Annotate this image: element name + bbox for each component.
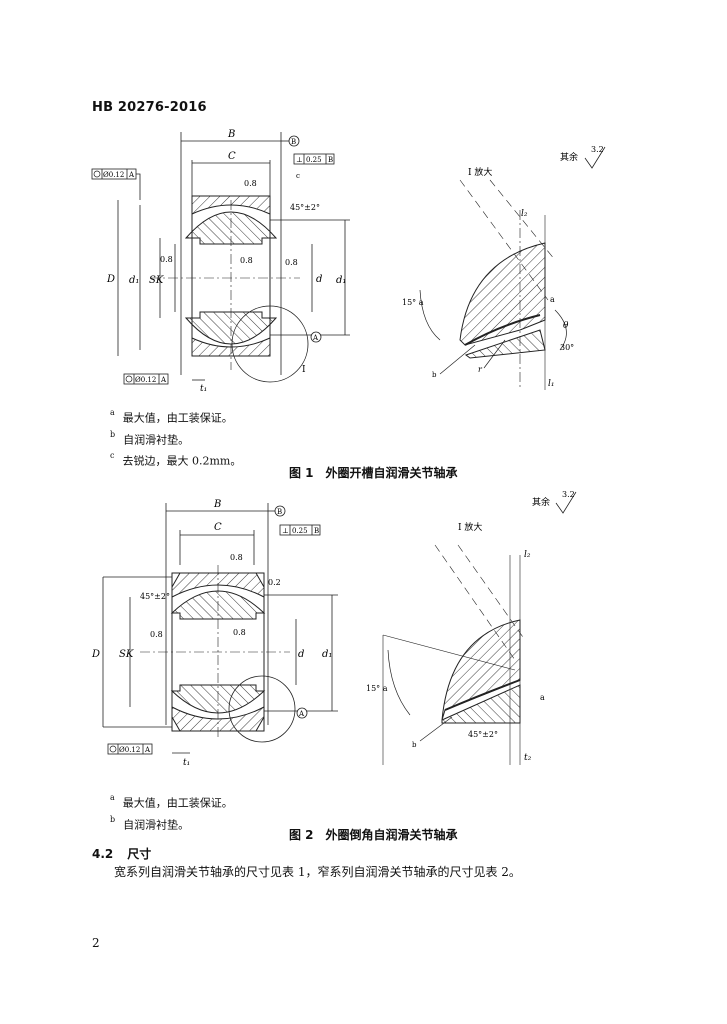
section-title: 尺寸 — [127, 847, 152, 861]
fig2-datum-A-text: A — [298, 710, 305, 718]
fig2-coax-ref: A — [144, 746, 151, 754]
fig1-coax-tolerance-frame-bottom: Ø0.12 A — [123, 373, 169, 385]
fig1-label-I: I — [302, 365, 306, 375]
fig1-label-d: d — [316, 274, 322, 285]
fig1-label-a: a — [550, 295, 555, 304]
fig1-rough-d: 0.8 — [285, 258, 298, 267]
fig1-datum-A-text: A — [312, 334, 319, 342]
document-code: HB 20276-2016 — [92, 100, 207, 115]
fig1-enlarge-label: I 放大 — [468, 166, 492, 178]
fig2-rough-a: 0.8 — [150, 630, 163, 639]
section-heading: 4.2 尺寸 — [92, 845, 165, 862]
fig1-label-theta: θ — [563, 321, 569, 331]
fig2-label-C: C — [214, 522, 222, 533]
fig1-coax-top-value: Ø0.12 — [103, 171, 124, 179]
fig2-detail-I-section — [382, 544, 526, 765]
fig2-datum-B-marker: B — [268, 505, 286, 517]
fig2-perp-value: 0.25 — [292, 527, 308, 535]
fig2-rough-d: 0.2 — [268, 578, 281, 587]
fig2-datum-A-marker: A — [296, 707, 308, 719]
fig2-label-b: b — [412, 741, 417, 749]
fig1-detail-I-section — [419, 179, 567, 390]
svg-text:⊥: ⊥ — [296, 156, 303, 164]
fig1-label-b: b — [432, 371, 437, 379]
fig1-datum-B-text: B — [291, 138, 296, 146]
section-paragraph: 宽系列自润滑关节轴承的尺寸见表 1，窄系列自润滑关节轴承的尺寸见表 2。 — [114, 865, 521, 879]
fig1-chamfer: 45°±2° — [290, 203, 320, 212]
fig1-datum-A-marker: A — [310, 331, 322, 343]
fig1-coax-bot-ref: A — [160, 376, 167, 384]
fig1-angle-30: 30° — [560, 343, 574, 352]
fig1-label-t1: t₁ — [200, 384, 207, 394]
fig1-label-l1: l₁ — [548, 379, 555, 389]
fig2-enlarge-label: I 放大 — [458, 521, 482, 533]
fig2-coax-value: Ø0.12 — [119, 746, 140, 754]
fig2-chamfer-left: 45°±2° — [140, 592, 170, 601]
fig1-coax-top-ref: A — [128, 171, 135, 179]
fig2-dim-BC — [165, 503, 269, 725]
figure-2-drawing: B C B ⊥ 0.25 B — [91, 490, 577, 768]
fig2-label-B: B — [213, 499, 221, 510]
fig1-perp-value: 0.25 — [306, 156, 322, 164]
fig1-rough-a: 0.8 — [160, 255, 173, 264]
fig2-perp-tolerance-frame: ⊥ 0.25 B — [279, 524, 321, 536]
fig1-bearing-section — [150, 195, 309, 383]
fig1-rough-c: 0.8 — [240, 256, 253, 265]
fig1-label-l2: l₂ — [521, 209, 528, 219]
page-number: 2 — [92, 936, 100, 950]
fig1-left-dimensions — [117, 200, 176, 356]
fig1-angle-15: 15° a — [402, 298, 424, 307]
fig1-datum-B-marker: B — [281, 135, 300, 147]
fig2-perp-ref: B — [314, 527, 319, 535]
fig2-label-l2-top: l₂ — [524, 550, 531, 560]
fig1-rest-label: 其余 — [560, 151, 578, 163]
fig1-label-C: C — [228, 151, 236, 162]
fig1-rough-b: 0.8 — [244, 179, 257, 188]
fig2-label-t1: t₁ — [183, 758, 190, 768]
fig2-label-d: d — [298, 649, 304, 660]
fig2-datum-B-text: B — [277, 508, 282, 516]
figure-1-drawing: B C B ⊥ 0.25 B Ø0.12 A — [91, 129, 606, 394]
fig1-label-r: r — [478, 365, 483, 374]
fig2-bearing-section — [140, 565, 296, 743]
fig1-label-d1-right: d₁ — [336, 275, 346, 286]
fig2-label-SK: SK — [119, 649, 134, 660]
fig2-label-d1: d₁ — [322, 649, 332, 660]
fig1-coax-tolerance-frame-top: Ø0.12 A — [91, 168, 141, 200]
fig1-label-D: D — [106, 274, 115, 285]
svg-text:⊥: ⊥ — [282, 527, 289, 535]
fig1-right-dimensions — [270, 219, 350, 336]
fig2-angle-15: 15° a — [366, 684, 388, 693]
fig1-c-mark: c — [296, 172, 300, 180]
figure-1-caption: 图 1 外圈开槽自润滑关节轴承 — [289, 466, 458, 480]
fig1-label-B: B — [227, 129, 235, 140]
fig1-coax-bot-value: Ø0.12 — [135, 376, 156, 384]
fig2-coax-tolerance-frame: Ø0.12 A — [107, 743, 153, 755]
fig2-rest-label: 其余 — [532, 496, 550, 508]
fig1-dim-B — [180, 132, 282, 375]
fig1-perp-tolerance-frame: ⊥ 0.25 B — [293, 153, 335, 165]
fig2-chamfer-right: 45°±2° — [468, 730, 498, 739]
fig2-left-dimensions — [102, 576, 172, 728]
fig2-label-D: D — [91, 649, 100, 660]
fig2-rough-b: 0.8 — [230, 553, 243, 562]
section-number: 4.2 — [92, 847, 114, 861]
fig1-perp-ref: B — [328, 156, 333, 164]
fig2-label-l2-bot: t₂ — [524, 753, 532, 763]
fig1-label-SK: SK — [149, 275, 164, 286]
fig1-label-d1-left: d₁ — [129, 275, 139, 286]
fig2-rough-c: 0.8 — [233, 628, 246, 637]
fig2-label-a: a — [540, 693, 545, 702]
fig2-roughness: 3.2 — [562, 490, 575, 499]
figure-2-caption: 图 2 外圈倒角自润滑关节轴承 — [289, 828, 458, 842]
fig1-roughness: 3.2 — [591, 145, 604, 154]
